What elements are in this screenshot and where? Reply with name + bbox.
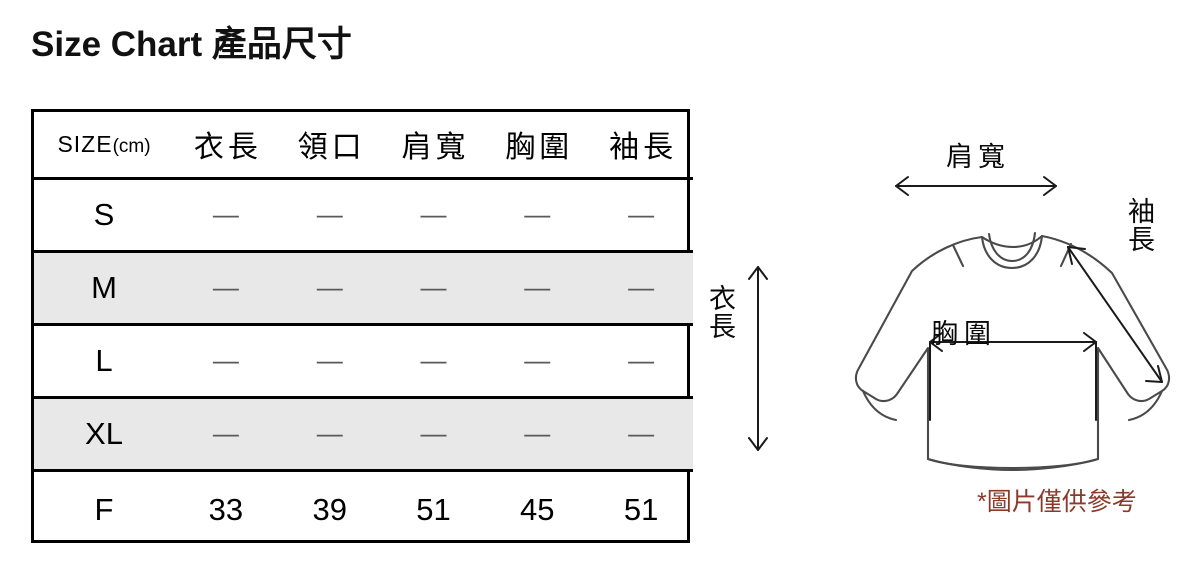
cell-size: M — [34, 249, 174, 324]
cell-sleeve: 51 — [589, 468, 693, 549]
shoulder-arrow-left — [895, 176, 909, 196]
cell-size: XL — [34, 395, 174, 470]
diagram-label-body-length: 衣 長 — [709, 284, 736, 343]
cell-chest: — — [485, 322, 590, 397]
garment-illustration-svg — [748, 176, 1171, 472]
body-length-arrow-top — [748, 266, 768, 280]
cell-chest: — — [485, 395, 590, 470]
cell-size: L — [34, 322, 174, 397]
cell-length: — — [212, 199, 239, 229]
right-cuff-line — [1127, 389, 1164, 422]
table-row: XL — — — — — — [34, 395, 693, 470]
column-header-length: 衣長 — [174, 112, 278, 180]
garment-outline — [854, 234, 1171, 472]
collar-outer-line — [980, 234, 1044, 270]
diagram-label-sleeve-length: 袖 長 — [1128, 197, 1155, 256]
cell-length: — — [174, 395, 278, 470]
page-title: Size Chart 產品尺寸 — [31, 25, 352, 64]
body-length-arrow-bottom — [748, 437, 768, 451]
sleeve-measure-line — [1067, 246, 1163, 383]
table-header: SIZE(cm) 衣長 領口 肩寬 胸圍 袖長 — [34, 112, 693, 180]
cell-shoulder: — — [381, 322, 486, 397]
cell-chest: — — [485, 249, 590, 324]
cell-neck: 39 — [277, 468, 382, 549]
cell-sleeve: — — [628, 199, 655, 229]
cell-length: 33 — [174, 468, 278, 549]
column-header-size-text: SIZE — [57, 130, 113, 157]
cell-neck: — — [277, 395, 382, 470]
size-chart-table-container: SIZE(cm) 衣長 領口 肩寬 胸圍 袖長 S — — — — — M — … — [31, 109, 693, 549]
cell-sleeve: — — [589, 322, 693, 397]
column-header-shoulder: 肩寬 — [381, 112, 486, 180]
cell-shoulder: — — [381, 249, 486, 324]
column-header-size: SIZE(cm) — [34, 112, 174, 180]
cell-length: — — [174, 322, 278, 397]
table-header-row: SIZE(cm) 衣長 領口 肩寬 胸圍 袖長 — [34, 112, 693, 180]
cell-neck: — — [316, 199, 343, 229]
table-row: S — — — — — — [34, 178, 693, 251]
table-row: M — — — — — — [34, 249, 693, 324]
reference-image-footnote: *圖片僅供參考 — [977, 488, 1137, 516]
left-shoulder-seam — [951, 243, 965, 268]
shoulder-arrow-right — [1043, 176, 1057, 196]
cell-chest: — — [524, 199, 551, 229]
sleeve-arrow-bottom — [1145, 365, 1163, 383]
cell-neck: — — [277, 322, 382, 397]
size-chart-table: SIZE(cm) 衣長 領口 肩寬 胸圍 袖長 S — — — — — M — … — [34, 112, 693, 549]
column-header-size-unit: (cm) — [112, 135, 151, 157]
collar-inner-line — [987, 231, 1037, 263]
cell-neck: — — [277, 249, 382, 324]
column-header-neck: 領口 — [277, 112, 382, 180]
diagram-label-shoulder-width: 肩寬 — [946, 142, 1010, 172]
left-cuff-line — [861, 389, 898, 422]
table-body: S — — — — — M — — — — — L — — — — — — [34, 178, 693, 549]
cell-size: S — [93, 196, 115, 232]
garment-measurement-diagram: 肩寬 袖 長 衣 長 胸圍 — [700, 120, 1200, 540]
table-row: F 33 39 51 45 51 — [34, 468, 693, 549]
diagram-label-chest-width: 胸圍 — [931, 319, 997, 349]
cell-sleeve: — — [589, 249, 693, 324]
hem-line — [926, 457, 1100, 470]
cell-shoulder: — — [381, 395, 486, 470]
sleeve-arrow-top — [1067, 246, 1086, 265]
cell-shoulder: — — [420, 199, 447, 229]
table-row: L — — — — — — [34, 322, 693, 397]
column-header-chest: 胸圍 — [485, 112, 590, 180]
cell-chest: 45 — [485, 468, 590, 549]
cell-length: — — [174, 249, 278, 324]
cell-size: F — [34, 468, 174, 549]
cell-sleeve: — — [589, 395, 693, 470]
column-header-sleeve: 袖長 — [589, 112, 693, 180]
cell-shoulder: 51 — [381, 468, 486, 549]
